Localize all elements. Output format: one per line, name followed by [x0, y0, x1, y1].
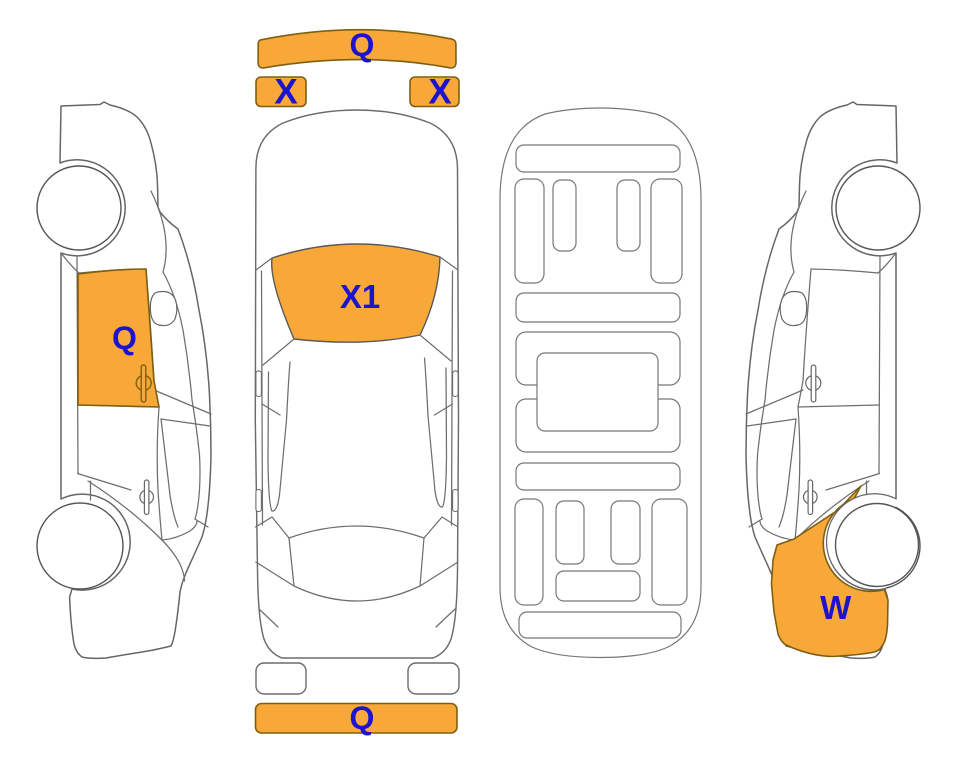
svg-text:X1: X1	[340, 278, 380, 315]
svg-text:X: X	[274, 73, 298, 112]
svg-text:Q: Q	[350, 700, 375, 736]
svg-text:X: X	[428, 73, 452, 112]
svg-text:Q: Q	[112, 320, 137, 356]
svg-text:W: W	[820, 589, 852, 626]
svg-text:Q: Q	[350, 27, 375, 63]
